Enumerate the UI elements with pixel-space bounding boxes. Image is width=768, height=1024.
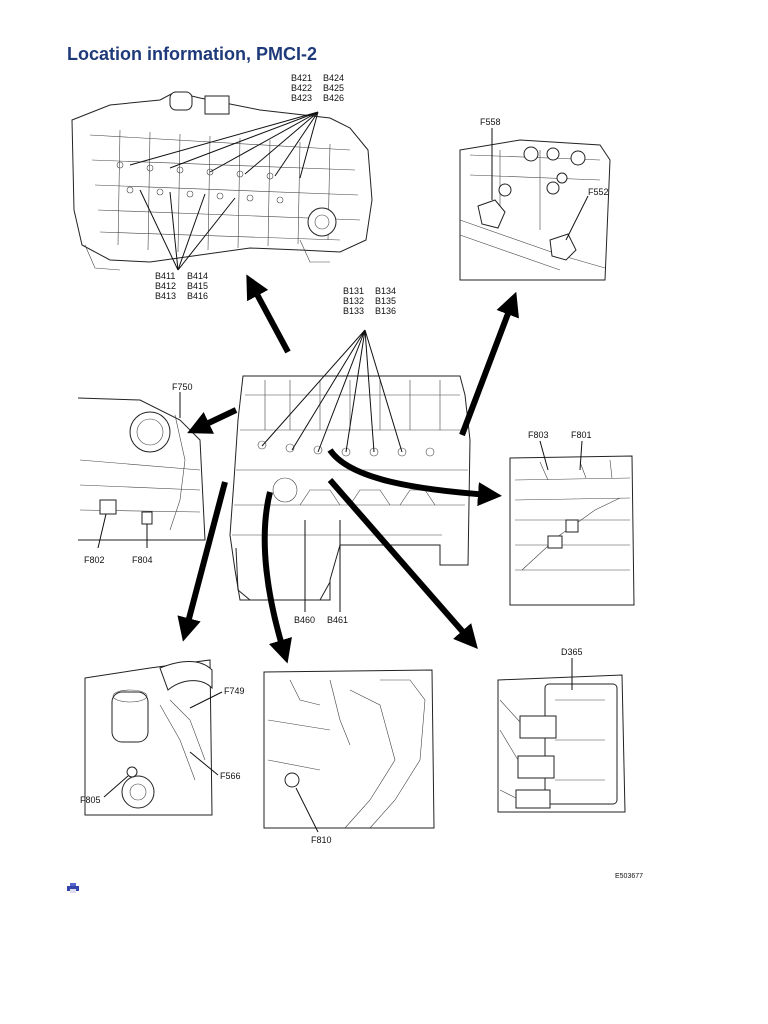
label-b426: B426 <box>323 93 344 103</box>
label-b135: B135 <box>375 296 396 306</box>
label-f750: F750 <box>172 382 193 392</box>
label-f802: F802 <box>84 555 105 565</box>
d365-detail <box>497 658 626 813</box>
label-f558: F558 <box>480 117 501 127</box>
f750-f802-f804-detail <box>77 392 206 549</box>
label-f552: F552 <box>588 187 609 197</box>
label-b132: B132 <box>343 296 364 306</box>
label-b412: B412 <box>155 281 176 291</box>
label-b131: B131 <box>343 286 364 296</box>
label-b133: B133 <box>343 306 364 316</box>
label-b423: B423 <box>291 93 312 103</box>
label-b413: B413 <box>155 291 176 301</box>
label-f801: F801 <box>571 430 592 440</box>
label-b134: B134 <box>375 286 396 296</box>
label-d365: D365 <box>561 647 583 657</box>
cylinder-head-detail <box>71 91 373 271</box>
label-b422: B422 <box>291 83 312 93</box>
label-b424: B424 <box>323 73 344 83</box>
label-b461: B461 <box>327 615 348 625</box>
f810-detail <box>263 669 435 833</box>
label-b416: B416 <box>187 291 208 301</box>
label-b421: B421 <box>291 73 312 83</box>
label-b425: B425 <box>323 83 344 93</box>
label-b415: B415 <box>187 281 208 291</box>
label-f804: F804 <box>132 555 153 565</box>
f803-f801-detail <box>509 440 635 606</box>
label-f566: F566 <box>220 771 241 781</box>
figure-id: E503677 <box>615 873 643 880</box>
pointer-arrows <box>177 274 519 664</box>
f558-f552-detail <box>459 128 611 281</box>
page-title: Location information, PMCI-2 <box>67 44 317 64</box>
label-b460: B460 <box>294 615 315 625</box>
label-f749: F749 <box>224 686 245 696</box>
printer-icon[interactable] <box>67 883 79 893</box>
label-b136: B136 <box>375 306 396 316</box>
label-b414: B414 <box>187 271 208 281</box>
label-f810: F810 <box>311 835 332 845</box>
f749-f566-f805-detail <box>84 659 223 816</box>
label-b411: B411 <box>155 271 175 281</box>
label-f805: F805 <box>80 795 101 805</box>
label-f803: F803 <box>528 430 549 440</box>
